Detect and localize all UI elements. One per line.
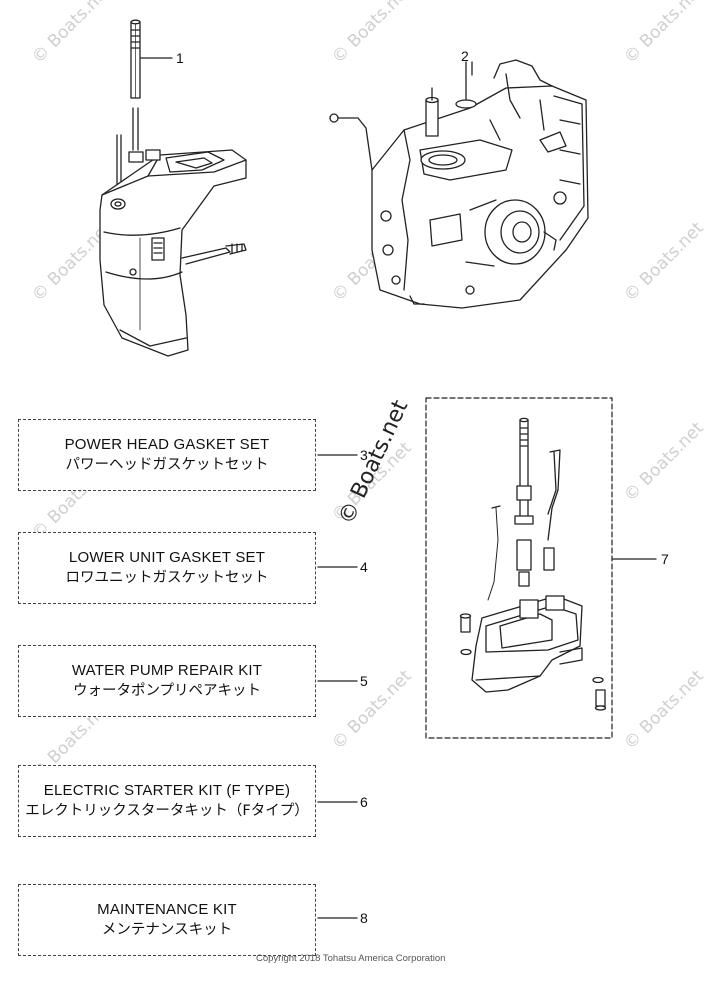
callout-number-5: 5 — [360, 673, 368, 689]
callout-number-8: 8 — [360, 910, 368, 926]
kit-power-head-gasket-set: POWER HEAD GASKET SET パワーヘッドガスケットセット — [18, 419, 316, 491]
kit-name-jp: メンテナンスキット — [101, 922, 233, 938]
kit-name-en: MAINTENANCE KIT — [97, 901, 237, 918]
kit-lower-unit-gasket-set: LOWER UNIT GASKET SET ロワユニットガスケットセット — [18, 532, 316, 604]
power-head-illustration — [329, 59, 589, 309]
callout-number-2: 2 — [461, 48, 469, 64]
callout-number-7: 7 — [661, 551, 669, 567]
kit-name-en: ELECTRIC STARTER KIT (F TYPE) — [43, 782, 291, 799]
lower-unit-illustration — [99, 107, 247, 357]
drive-shaft-illustration — [130, 19, 173, 99]
kit-name-jp: ウォータポンプリペアキット — [72, 683, 262, 699]
kit-name-jp: エレクトリックスタータキット（Fタイプ） — [25, 803, 309, 819]
copyright-footer: Copyright 2018 Tohatsu America Corporati… — [256, 953, 446, 964]
kit-name-jp: パワーヘッドガスケットセット — [65, 457, 269, 473]
water-pump-kit-illustration — [459, 417, 607, 711]
kit-name-en: WATER PUMP REPAIR KIT — [71, 662, 263, 679]
kit-name-en: POWER HEAD GASKET SET — [64, 436, 270, 453]
water-pump-kit-box — [425, 397, 613, 739]
callout-number-1: 1 — [176, 50, 184, 66]
callout-number-4: 4 — [360, 559, 368, 575]
kit-name-jp: ロワユニットガスケットセット — [65, 570, 269, 586]
kit-electric-starter-kit: ELECTRIC STARTER KIT (F TYPE) エレクトリックスター… — [18, 765, 316, 837]
callout-number-3: 3 — [360, 447, 368, 463]
callout-number-6: 6 — [360, 794, 368, 810]
kit-name-en: LOWER UNIT GASKET SET — [68, 549, 266, 566]
kit-maintenance-kit: MAINTENANCE KIT メンテナンスキット — [18, 884, 316, 956]
kit-water-pump-repair-kit: WATER PUMP REPAIR KIT ウォータポンプリペアキット — [18, 645, 316, 717]
